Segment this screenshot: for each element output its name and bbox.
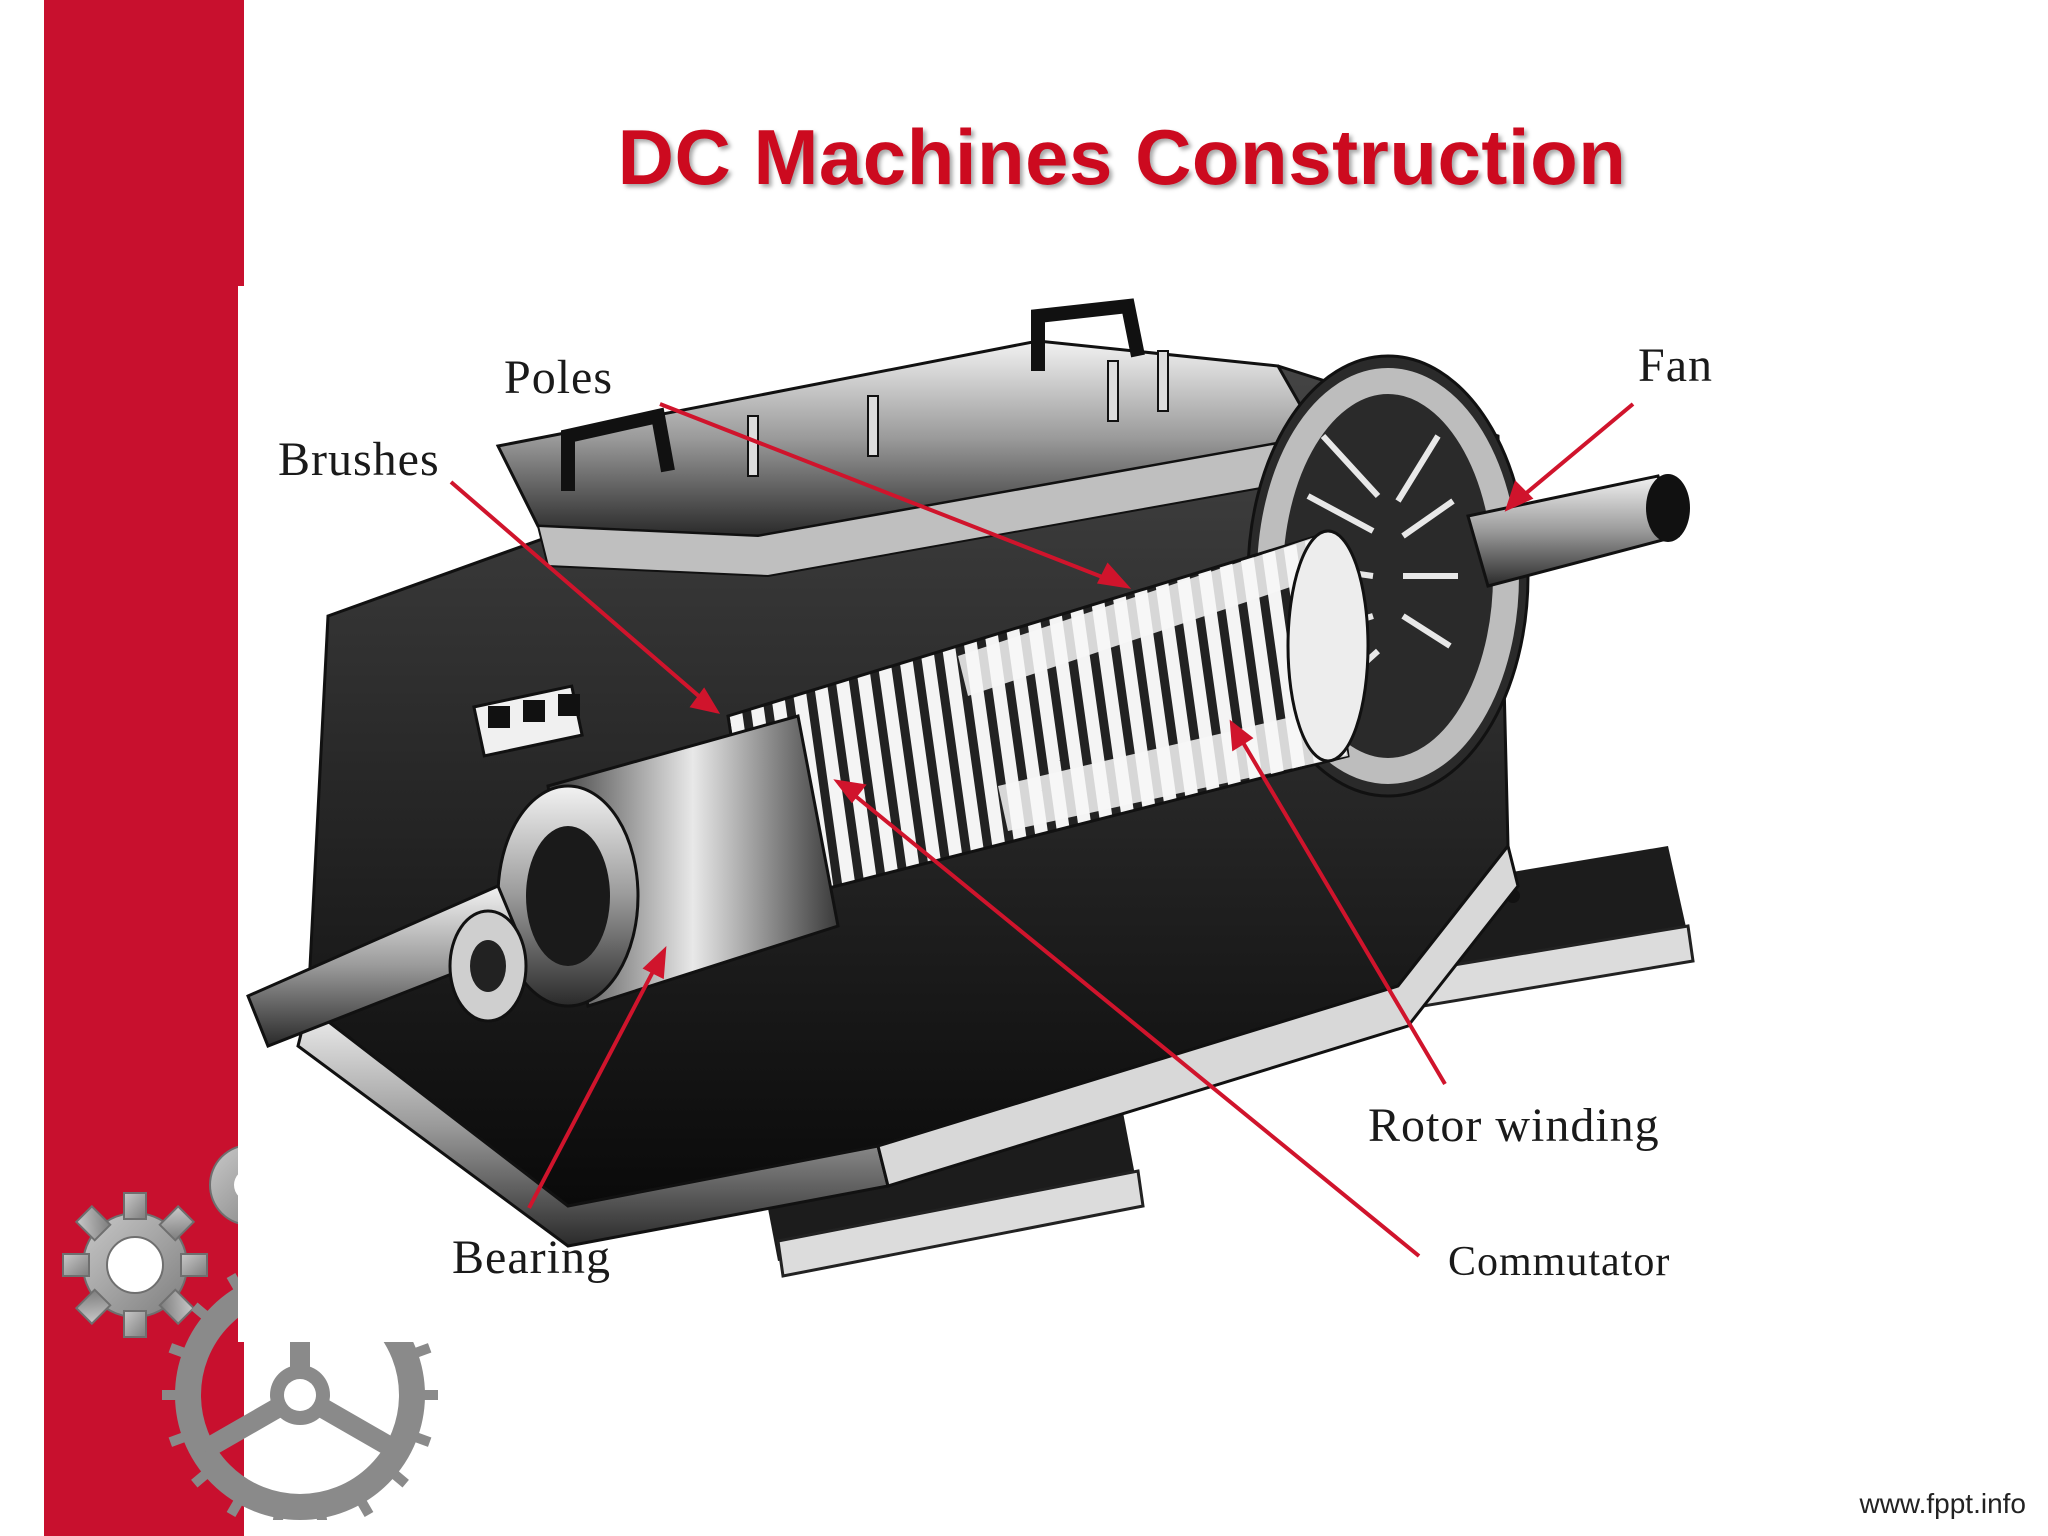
diagram-panel: Poles Brushes Fan Rotor winding Bearing … xyxy=(238,286,1940,1342)
label-poles: Poles xyxy=(504,351,614,404)
label-rotor-winding: Rotor winding xyxy=(1368,1099,1660,1152)
slide-title: DC Machines Construction xyxy=(617,113,1627,201)
label-fan: Fan xyxy=(1638,339,1713,392)
leader-arrows xyxy=(449,402,1635,1258)
shaft-left xyxy=(246,884,528,1048)
label-commutator: Commutator xyxy=(1448,1239,1671,1285)
brushes xyxy=(472,684,584,758)
label-bearing: Bearing xyxy=(452,1231,611,1284)
commutator xyxy=(496,714,840,1008)
dc-machine-illustration xyxy=(246,298,1695,1278)
footer-website: www.fppt.info xyxy=(1859,1488,2026,1519)
shaft-right xyxy=(1466,474,1690,588)
label-brushes: Brushes xyxy=(278,433,440,486)
rotor-armature xyxy=(726,529,1370,908)
